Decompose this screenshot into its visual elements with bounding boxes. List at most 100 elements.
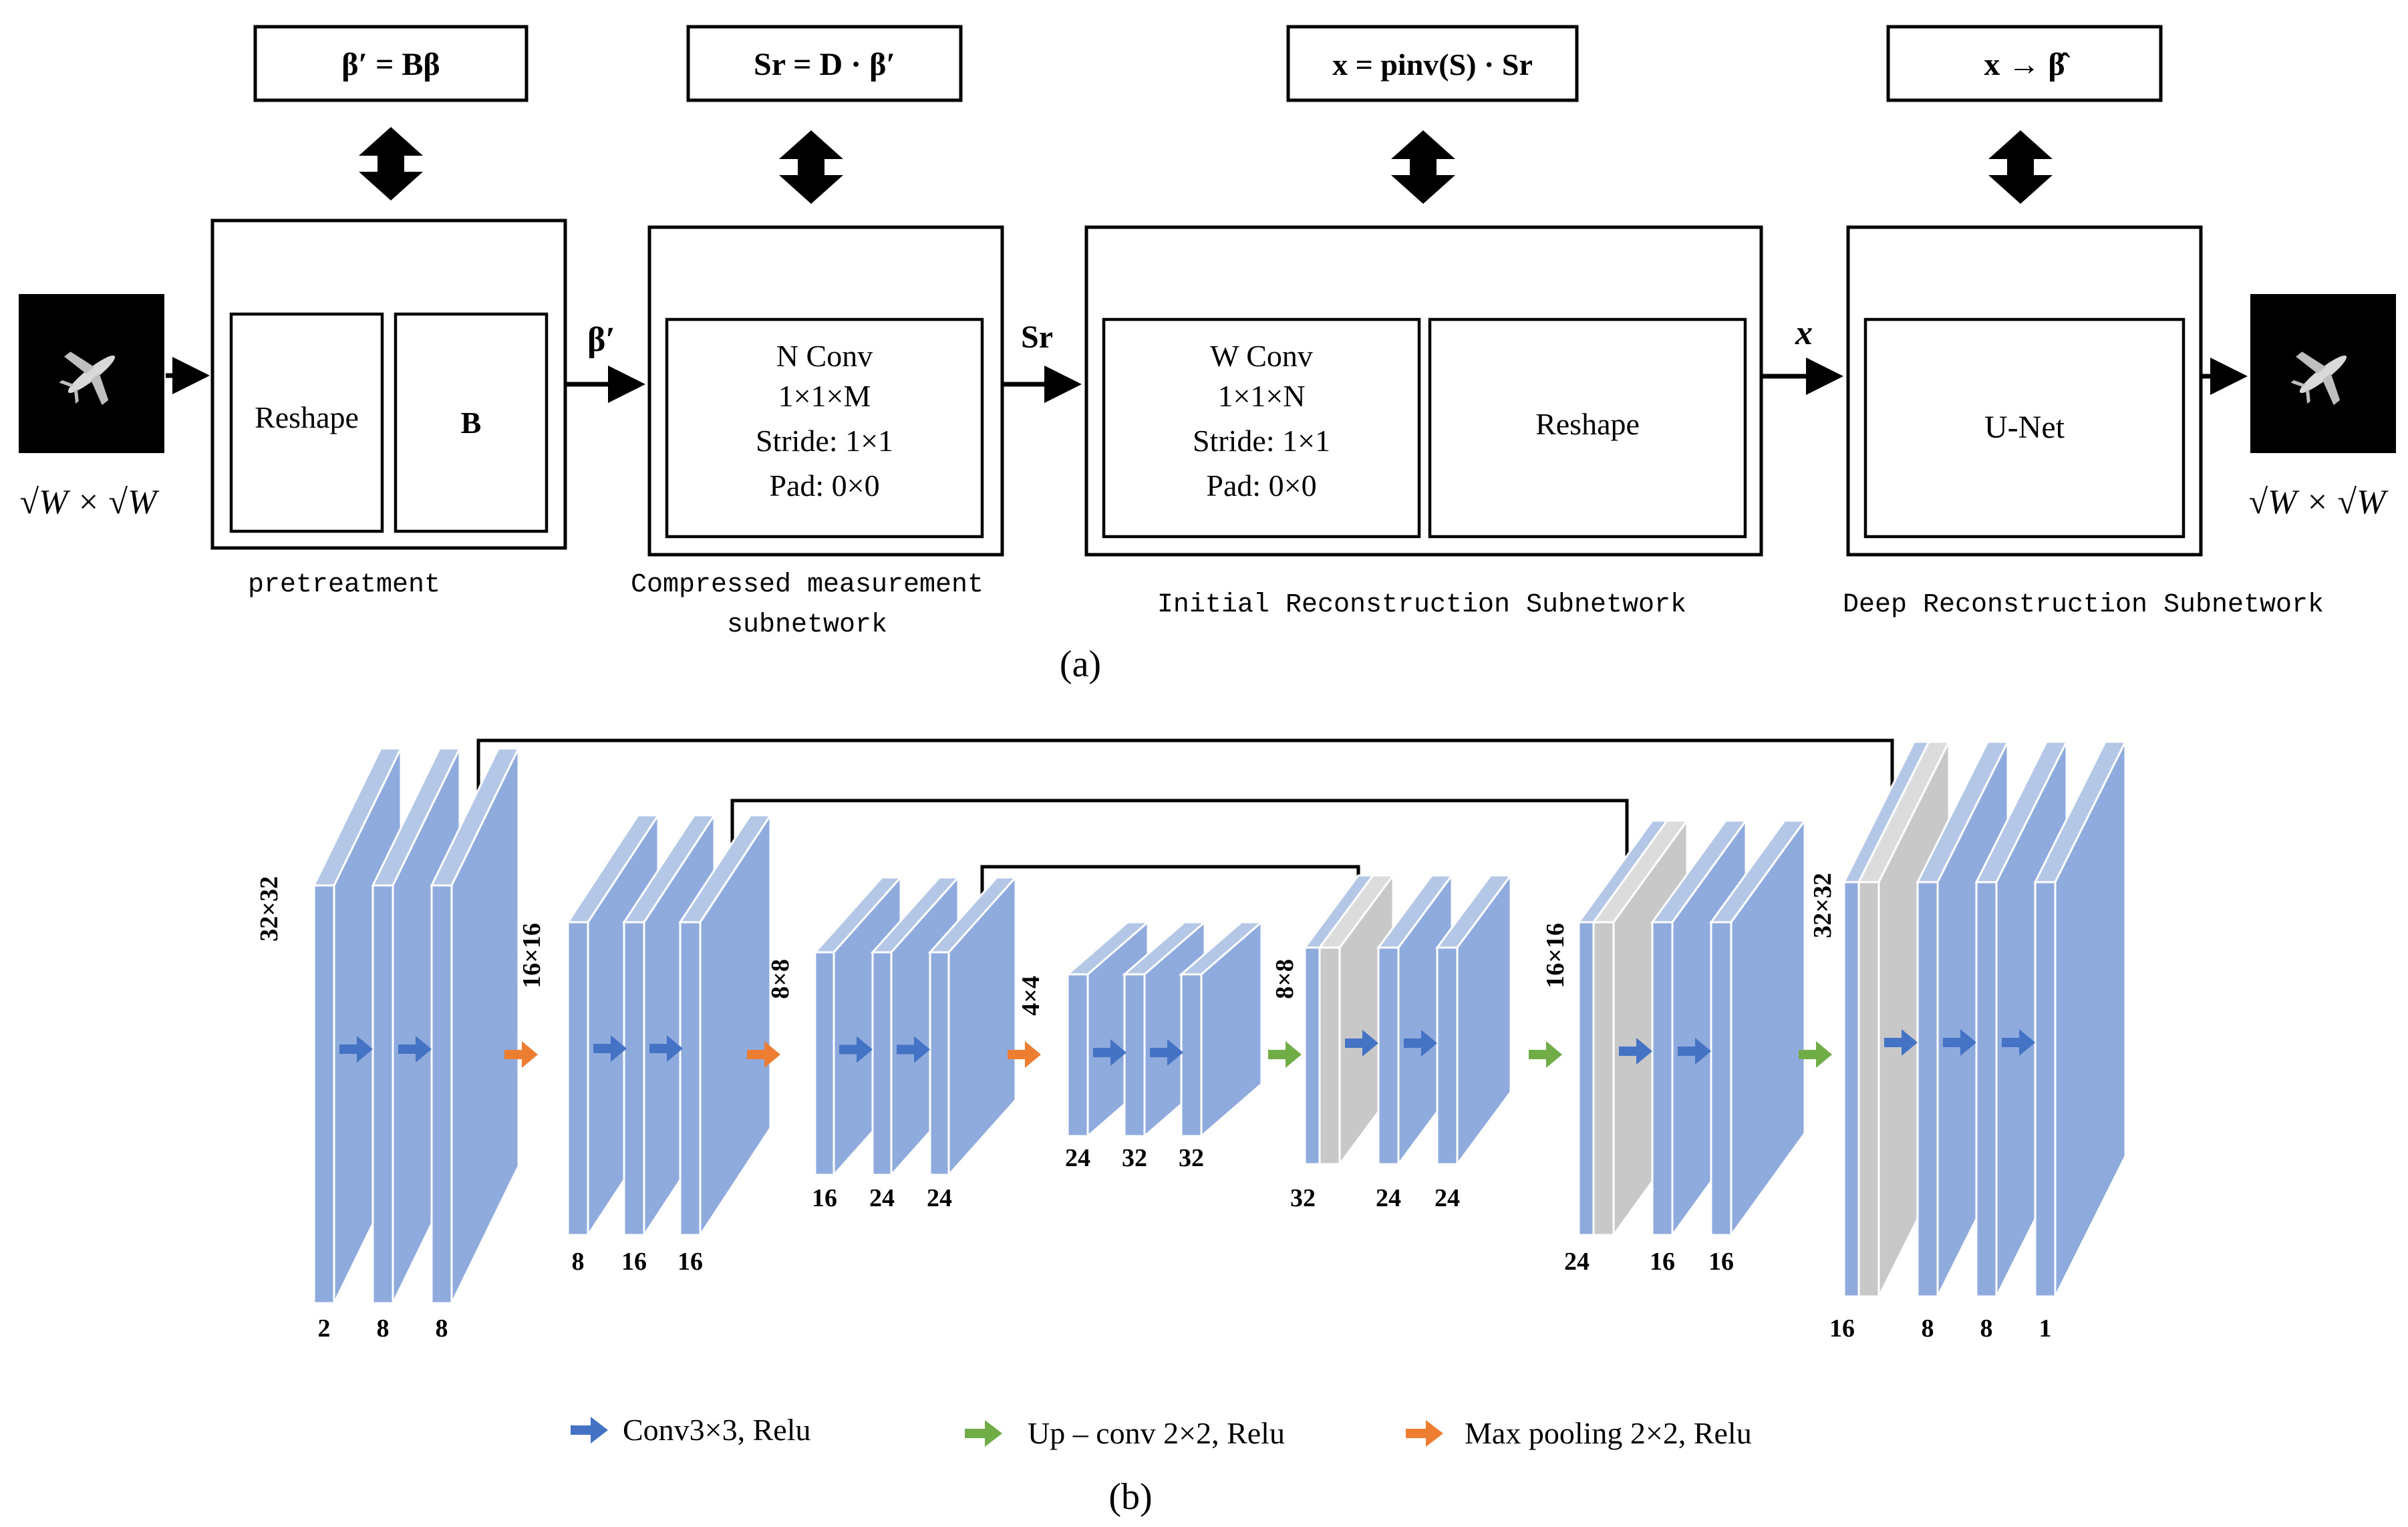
conv-w-line4: Pad: 0×0 xyxy=(1206,468,1316,503)
operation-arrows xyxy=(339,1029,2035,1068)
concat-map-front xyxy=(1857,881,1880,1298)
reshape2-label: Reshape xyxy=(1535,407,1640,441)
output-image xyxy=(2250,294,2396,453)
conv-arrow xyxy=(2002,1029,2035,1056)
legend-pool-label: Max pooling 2×2, Relu xyxy=(1465,1416,1752,1450)
channel-label: 16 xyxy=(678,1248,703,1276)
channel-label: 1 xyxy=(2039,1314,2052,1343)
feature-map-front xyxy=(1975,881,1998,1298)
formula-deep: x → β̂ xyxy=(1984,47,2070,82)
feature-map-slab xyxy=(1843,881,1860,1298)
airplane-icon xyxy=(2290,352,2347,406)
conv-arrow xyxy=(649,1035,683,1062)
channel-label: 32 xyxy=(1290,1184,1316,1212)
skip-connection xyxy=(730,799,1629,869)
resolution-label: 4×4 xyxy=(1017,976,1045,1016)
resolution-label: 16×16 xyxy=(518,923,546,988)
concat-map-front xyxy=(1318,946,1341,1165)
conv-arrow xyxy=(1678,1038,1711,1065)
feature-map-front xyxy=(371,884,394,1304)
conv-arrow xyxy=(839,1036,873,1063)
channel-label: 16 xyxy=(621,1248,647,1276)
legend-conv-arrow xyxy=(571,1417,608,1443)
reshape-label: Reshape xyxy=(255,400,359,434)
conv-arrow xyxy=(398,1036,432,1063)
legend-conv-label: Conv3×3, Relu xyxy=(623,1413,811,1447)
skip-connection xyxy=(980,865,1360,916)
channel-label: 2 xyxy=(318,1314,331,1343)
conv-arrow xyxy=(1884,1029,1918,1056)
channel-label: 24 xyxy=(1065,1144,1090,1172)
formula-compressed: Sr = D · β′ xyxy=(754,47,895,82)
initial-label: Initial Reconstruction Subnetwork xyxy=(1157,590,1686,620)
conv-arrow xyxy=(1404,1030,1437,1057)
conv-arrow xyxy=(1619,1038,1652,1065)
b-matrix-label: B xyxy=(461,406,482,440)
deep-label: Deep Reconstruction Subnetwork xyxy=(1843,590,2324,620)
feature-map-slab xyxy=(1577,921,1595,1236)
resolution-label: 8×8 xyxy=(1271,959,1299,999)
pool-arrow xyxy=(1008,1041,1041,1068)
resolution-label: 32×32 xyxy=(255,876,283,942)
upconv-arrow xyxy=(1529,1041,1562,1068)
feature-map-front xyxy=(1916,881,1939,1298)
channel-label: 32 xyxy=(1179,1144,1204,1172)
channel-label: 8 xyxy=(1922,1314,1934,1343)
double-arrow-3 xyxy=(1391,130,1455,204)
formula-deep-box xyxy=(1886,25,2163,102)
conv-w-line3: Stride: 1×1 xyxy=(1193,424,1330,458)
stage-1 xyxy=(312,747,520,1304)
skip-connection xyxy=(476,738,1894,817)
double-arrow-1 xyxy=(359,127,423,200)
feature-map-front xyxy=(1123,973,1146,1137)
conv-arrow xyxy=(1943,1029,1976,1056)
feature-map-front xyxy=(1710,921,1733,1236)
stage-2 xyxy=(566,811,772,1239)
reshape2-box xyxy=(1428,317,1747,539)
feature-map-front xyxy=(1651,921,1674,1236)
pretreatment-label: pretreatment xyxy=(248,570,440,600)
conv-w-line2: 1×1×N xyxy=(1217,379,1305,413)
compressed-label-1: Compressed measurement xyxy=(631,570,984,600)
double-arrow-4 xyxy=(1988,130,2053,204)
feature-map-front xyxy=(1066,973,1089,1137)
conv-n-line3: Stride: 1×1 xyxy=(756,424,893,458)
upconv-arrow xyxy=(1268,1041,1302,1068)
feature-map-front xyxy=(430,884,453,1304)
stage-3 xyxy=(812,875,1018,1177)
arrow-x-label: x xyxy=(1795,314,1813,352)
stage-5 xyxy=(1303,872,1513,1167)
channel-label: 24 xyxy=(1435,1184,1460,1212)
unet-box xyxy=(1863,317,2186,539)
legend-upconv-label: Up – conv 2×2, Relu xyxy=(1028,1416,1285,1450)
double-arrow-2 xyxy=(779,130,843,204)
feature-maps xyxy=(312,740,2127,1304)
resolution-label: 16×16 xyxy=(1541,923,1569,988)
caption-a: (a) xyxy=(1060,644,1101,685)
b-matrix-box xyxy=(394,312,549,533)
channel-label: 16 xyxy=(1650,1248,1675,1276)
feature-map-front xyxy=(929,951,950,1176)
caption-b: (b) xyxy=(1108,1476,1152,1518)
conv-arrow xyxy=(1345,1030,1378,1057)
channel-label: 16 xyxy=(1708,1248,1734,1276)
stage-6 xyxy=(1577,817,1807,1238)
feature-map-front xyxy=(313,884,335,1304)
conv-arrow xyxy=(897,1036,930,1063)
channel-label: 8 xyxy=(572,1248,585,1276)
output-size-label: √W × √W xyxy=(2249,483,2389,521)
pool-arrow xyxy=(747,1041,780,1068)
feature-map-front xyxy=(1436,946,1459,1165)
concat-map-front xyxy=(1592,921,1615,1236)
input-image xyxy=(19,294,164,453)
conv-n-line4: Pad: 0×0 xyxy=(769,468,879,503)
arrow-sr-label: Sr xyxy=(1021,319,1053,355)
feature-map-front xyxy=(1377,946,1400,1165)
feature-map-front xyxy=(1180,973,1203,1137)
stage-7 xyxy=(1842,740,2127,1298)
panel-a: √W × √W Reshape B pretreatment β′ = Bβ β… xyxy=(19,25,2396,685)
feature-map-front xyxy=(814,951,835,1176)
